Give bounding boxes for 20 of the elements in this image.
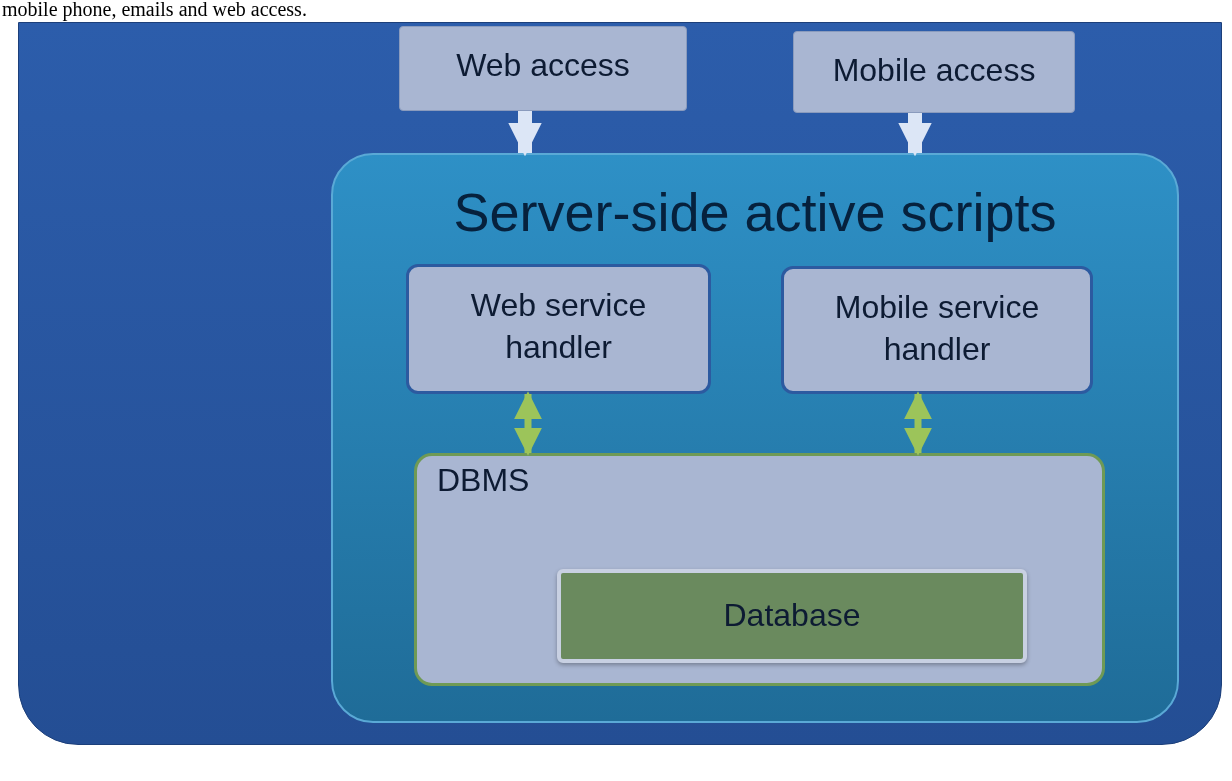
box-label: Web access	[455, 46, 631, 85]
box-label: Database	[722, 596, 862, 635]
double-arrow	[514, 391, 542, 456]
double-arrow	[904, 391, 932, 456]
process-box	[399, 26, 687, 111]
process-box	[406, 264, 711, 394]
box-label: DBMS	[437, 461, 530, 500]
box-label: Mobile access	[831, 51, 1037, 90]
process-box	[793, 31, 1075, 113]
container-box	[414, 453, 1105, 686]
box-label: Mobile service handler	[833, 288, 1041, 369]
box-label: Web service handler	[469, 286, 648, 367]
database-box	[557, 569, 1027, 663]
block-arrow	[898, 113, 932, 157]
process-box	[781, 266, 1093, 394]
block-arrow	[508, 111, 542, 157]
container-box	[331, 153, 1179, 723]
panel-background	[18, 22, 1222, 745]
container-title: Server-side active scripts	[452, 181, 1058, 244]
caption-text: mobile phone, emails and web access.	[2, 0, 307, 21]
